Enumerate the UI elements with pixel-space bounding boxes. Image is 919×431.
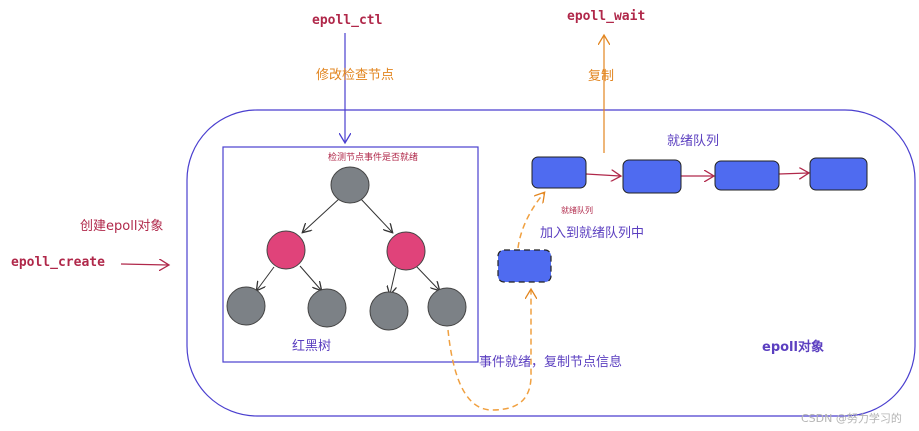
epoll-create-label: epoll_create xyxy=(11,255,105,270)
ready-queue-small-label: 就绪队列 xyxy=(561,206,593,215)
watermark: CSDN @努力学习的 xyxy=(801,412,902,425)
red-black-tree-label: 红黑树 xyxy=(292,339,332,354)
tree-edges xyxy=(257,197,439,294)
tree-node-leaf-4 xyxy=(427,287,467,327)
pending-ready-node xyxy=(497,249,552,283)
ready-queue-node-1 xyxy=(531,156,587,189)
tree-node-red-left xyxy=(266,230,306,270)
tree-node-leaf-1 xyxy=(226,286,266,326)
event-ready-dashed-arrow xyxy=(447,290,531,411)
tree-node-leaf-2 xyxy=(307,288,347,328)
ready-queue-node-2 xyxy=(622,159,682,194)
ready-queue-node-3 xyxy=(714,160,780,191)
ready-queue-node-4 xyxy=(809,157,868,191)
epoll-create-arrow xyxy=(120,264,168,265)
check-node-event-ready-label: 检测节点事件是否就绪 xyxy=(328,153,419,163)
tree-node-red-right xyxy=(386,231,426,271)
copy-label: 复制 xyxy=(588,69,615,84)
tree-node-leaf-3 xyxy=(369,291,409,331)
epoll-ctl-label: epoll_ctl xyxy=(312,13,383,28)
tree-node-root xyxy=(330,166,370,204)
add-to-ready-queue-label: 加入到就绪队列中 xyxy=(540,226,645,241)
red-black-tree-box xyxy=(222,146,479,363)
ready-queue-title: 就绪队列 xyxy=(667,134,720,149)
epoll-object-container xyxy=(186,109,916,417)
epoll-object-label: epoll对象 xyxy=(762,340,824,355)
modify-check-node-label: 修改检查节点 xyxy=(316,68,395,83)
ready-queue-links xyxy=(585,173,808,176)
create-epoll-object-label: 创建epoll对象 xyxy=(80,219,164,234)
add-to-queue-dashed-arrow xyxy=(517,193,544,249)
event-ready-copy-info-label: 事件就绪，复制节点信息 xyxy=(479,355,623,370)
epoll-wait-label: epoll_wait xyxy=(567,9,646,24)
